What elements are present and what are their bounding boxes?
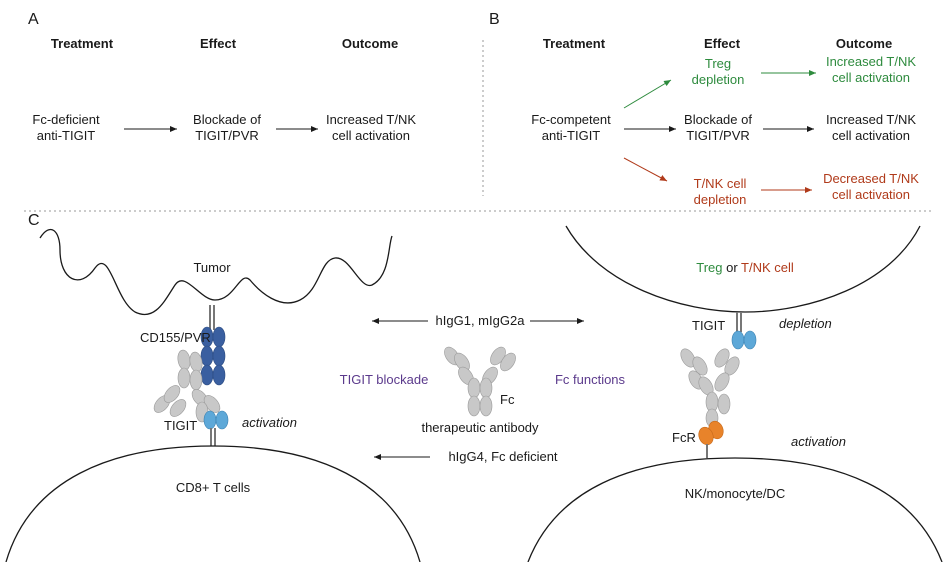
treg-label: Treg: [696, 260, 726, 275]
outcome-b-depletion-line1: Decreased T/NK: [823, 171, 919, 186]
tigit-right-label: TIGIT: [692, 318, 725, 333]
or-label: or: [726, 260, 741, 275]
therapeutic-antibody: [444, 346, 516, 417]
cd8-label: CD8+ T cells: [176, 480, 251, 495]
activation-right-label: activation: [791, 434, 846, 449]
nk-label: NK/monocyte/DC: [685, 486, 785, 501]
therapeutic-antibody-label: therapeutic antibody: [421, 420, 539, 435]
panel-b: Treatment Effect Outcome Fc-competent an…: [531, 36, 919, 207]
header-effect-b: Effect: [704, 36, 741, 51]
tigit-left-label: TIGIT: [164, 418, 197, 433]
effect-a-line1: Blockade of: [193, 112, 261, 127]
panel-label-c: C: [28, 212, 40, 229]
outcome-b-blockade-line1: Increased T/NK: [826, 112, 916, 127]
outcome-b-treg-line1: Increased T/NK: [826, 54, 916, 69]
panel-label-a: A: [28, 11, 39, 28]
panel-c: Tumor CD155/PVR TIGIT: [5, 225, 943, 562]
treatment-b-line1: Fc-competent: [531, 112, 611, 127]
panel-a: Treatment Effect Outcome Fc-deficient an…: [32, 36, 416, 143]
effect-b-treg-line2: depletion: [692, 72, 745, 87]
treatment-a-line2: anti-TIGIT: [37, 128, 96, 143]
header-outcome-b: Outcome: [836, 36, 892, 51]
tumor-label: Tumor: [193, 260, 231, 275]
depletion-label: depletion: [779, 316, 832, 331]
target-cell: [565, 225, 921, 313]
treatment-a-line1: Fc-deficient: [32, 112, 100, 127]
outcome-b-depletion-line2: cell activation: [832, 187, 910, 202]
outcome-b-blockade-line2: cell activation: [832, 128, 910, 143]
cd155-pvr-protein: [200, 326, 226, 386]
tigit-blockade-label: TIGIT blockade: [340, 372, 429, 387]
header-outcome-a: Outcome: [342, 36, 398, 51]
nk-cell: [527, 457, 943, 562]
header-effect-a: Effect: [200, 36, 237, 51]
treatment-b-line2: anti-TIGIT: [542, 128, 601, 143]
antibody-left: [153, 349, 221, 423]
header-treatment-a: Treatment: [51, 36, 114, 51]
arrow-b-depletion: [623, 157, 668, 182]
cd155-label: CD155/PVR: [140, 330, 211, 345]
effect-a-line2: TIGIT/PVR: [195, 128, 259, 143]
higg4-label: hIgG4, Fc deficient: [448, 449, 557, 464]
outcome-b-treg-line2: cell activation: [832, 70, 910, 85]
outcome-a-line2: cell activation: [332, 128, 410, 143]
header-treatment-b: Treatment: [543, 36, 606, 51]
fcr-protein: [698, 420, 724, 446]
tnk-label: T/NK cell: [741, 260, 794, 275]
tigit-right-protein: [731, 330, 757, 350]
arrow-b-treg: [623, 79, 672, 109]
effect-b-depletion-line1: T/NK cell: [694, 176, 747, 191]
panel-label-b: B: [489, 11, 500, 28]
cd8-t-cell: [5, 445, 421, 562]
effect-b-blockade-line1: Blockade of: [684, 112, 752, 127]
tumor-membrane: [39, 228, 393, 316]
effect-b-blockade-line2: TIGIT/PVR: [686, 128, 750, 143]
higg1-label: hIgG1, mIgG2a: [436, 313, 526, 328]
tigit-left-protein: [203, 410, 229, 430]
antibody-right: [680, 348, 740, 428]
activation-left-label: activation: [242, 415, 297, 430]
effect-b-treg-line1: Treg: [705, 56, 731, 71]
effect-b-depletion-line2: depletion: [694, 192, 747, 207]
target-cell-label: Treg or T/NK cell: [696, 260, 794, 275]
fc-functions-label: Fc functions: [555, 372, 626, 387]
fcr-label: FcR: [672, 430, 696, 445]
outcome-a-line1: Increased T/NK: [326, 112, 416, 127]
fc-label: Fc: [500, 392, 515, 407]
